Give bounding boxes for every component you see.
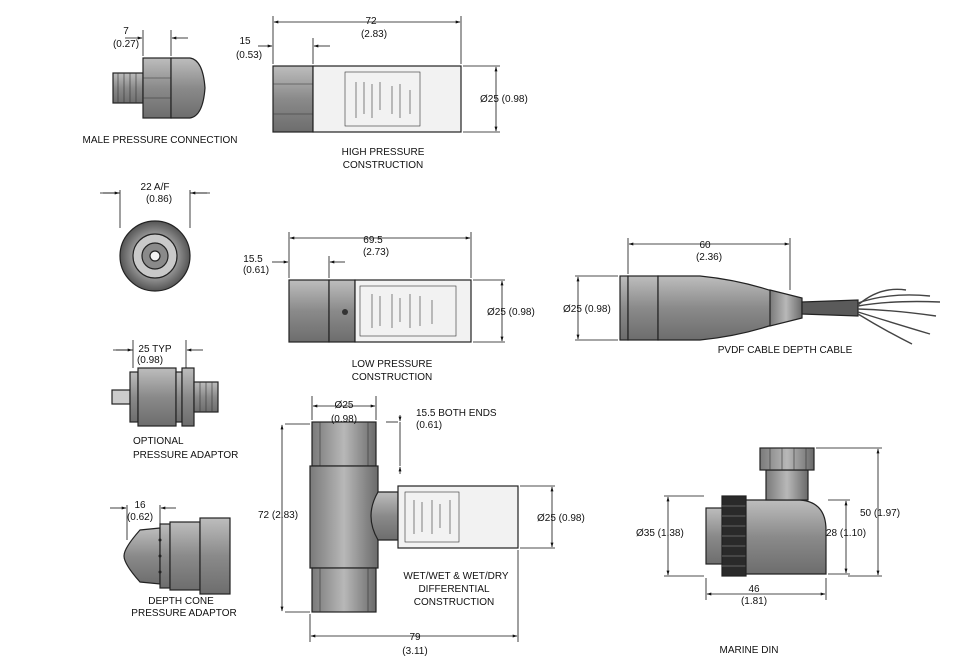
dim-typ-25: 25 TYP: [138, 344, 171, 355]
dim-diff-dia-in: (0.98): [331, 414, 357, 425]
dim-af-22: 22 A/F: [141, 182, 170, 193]
marine-din-connector: Ø35 (1.38) 28 (1.10) 50 (1.97) 46 (1.81)…: [636, 447, 900, 656]
dim-cone-16-in: (0.62): [127, 512, 153, 523]
dim-af-22-in: (0.86): [146, 194, 172, 205]
dim-diff-79: 79: [409, 632, 421, 643]
differential-construction: Ø25 (0.98) 15.5 BOTH ENDS (0.61) 72 (2.8…: [258, 396, 585, 657]
label-depth-cone-2: PRESSURE ADAPTOR: [131, 608, 236, 619]
dim-din-28: 28 (1.10): [826, 528, 866, 539]
pvdf-cable-depth-cable: 60 (2.36) Ø25 (0.98) PVDF CABLE DEPTH CA…: [563, 238, 941, 356]
male-pressure-connection: 7 (0.27) MALE PRESSURE CONNECTION: [82, 26, 237, 146]
dim-diff-dia-r: Ø25 (0.98): [537, 513, 585, 524]
dim-diff-79-in: (3.11): [402, 646, 427, 657]
label-low-pressure-2: CONSTRUCTION: [352, 372, 433, 383]
dim-diff-72: 72 (2.83): [258, 510, 298, 521]
label-optional-2: PRESSURE ADAPTOR: [133, 450, 238, 461]
dim-diff-dia: Ø25: [335, 400, 354, 411]
dim-hp-72: 72: [365, 16, 377, 27]
label-high-pressure-2: CONSTRUCTION: [343, 160, 424, 171]
dim-hp-dia: Ø25 (0.98): [480, 94, 528, 105]
dim-male-7: 7: [123, 26, 129, 37]
dim-lp-dia: Ø25 (0.98): [487, 307, 535, 318]
label-marine-din: MARINE DIN: [720, 645, 779, 656]
dim-male-7-in: (0.27): [113, 39, 139, 50]
dim-diff-155-in: (0.61): [416, 420, 442, 431]
depth-cone-adaptor: 16 (0.62) DEPTH CONE PRESSURE ADAPTOR: [110, 500, 237, 619]
label-low-pressure-1: LOW PRESSURE: [352, 359, 433, 370]
dim-din-50: 50 (1.97): [860, 508, 900, 519]
dim-hp-15: 15: [239, 36, 251, 47]
dim-lp-155-in: (0.61): [243, 265, 269, 276]
label-wet-2: DIFFERENTIAL: [418, 584, 490, 595]
dim-pvdf-60: 60: [699, 240, 711, 251]
dim-lp-155: 15.5: [243, 254, 263, 265]
dim-typ-25-in: (0.98): [137, 355, 163, 366]
label-male-connection: MALE PRESSURE CONNECTION: [82, 135, 237, 146]
dim-din-46: 46: [748, 584, 760, 595]
dim-pvdf-60-in: (2.36): [696, 252, 722, 263]
dim-lp-695-in: (2.73): [363, 247, 389, 258]
label-wet-1: WET/WET & WET/DRY: [403, 571, 509, 582]
low-pressure-construction: 69.5 (2.73) 15.5 (0.61) Ø25 (0.98) LOW P…: [243, 232, 535, 383]
dim-pvdf-dia: Ø25 (0.98): [563, 304, 611, 315]
label-pvdf: PVDF CABLE DEPTH CABLE: [718, 345, 853, 356]
dim-diff-155: 15.5 BOTH ENDS: [416, 408, 497, 419]
label-high-pressure-1: HIGH PRESSURE: [342, 147, 425, 158]
label-optional-1: OPTIONAL: [133, 436, 184, 447]
optional-pressure-adaptor: 25 TYP (0.98) OPTIONAL PRESSURE ADAPTOR: [111, 340, 238, 461]
dim-din-46-in: (1.81): [741, 596, 767, 607]
label-wet-3: CONSTRUCTION: [414, 597, 495, 608]
high-pressure-construction: 72 (2.83) 15 (0.53) Ø25 (0.98) HIGH PRES…: [236, 16, 528, 171]
dim-din-35: Ø35 (1.38): [636, 528, 684, 539]
dim-hp-72-in: (2.83): [361, 29, 387, 40]
dim-lp-695: 69.5: [363, 235, 383, 246]
dim-hp-15-in: (0.53): [236, 50, 262, 61]
dim-cone-16: 16: [134, 500, 146, 511]
label-depth-cone-1: DEPTH CONE: [148, 596, 214, 607]
hex-end-view: 22 A/F (0.86): [100, 182, 210, 292]
